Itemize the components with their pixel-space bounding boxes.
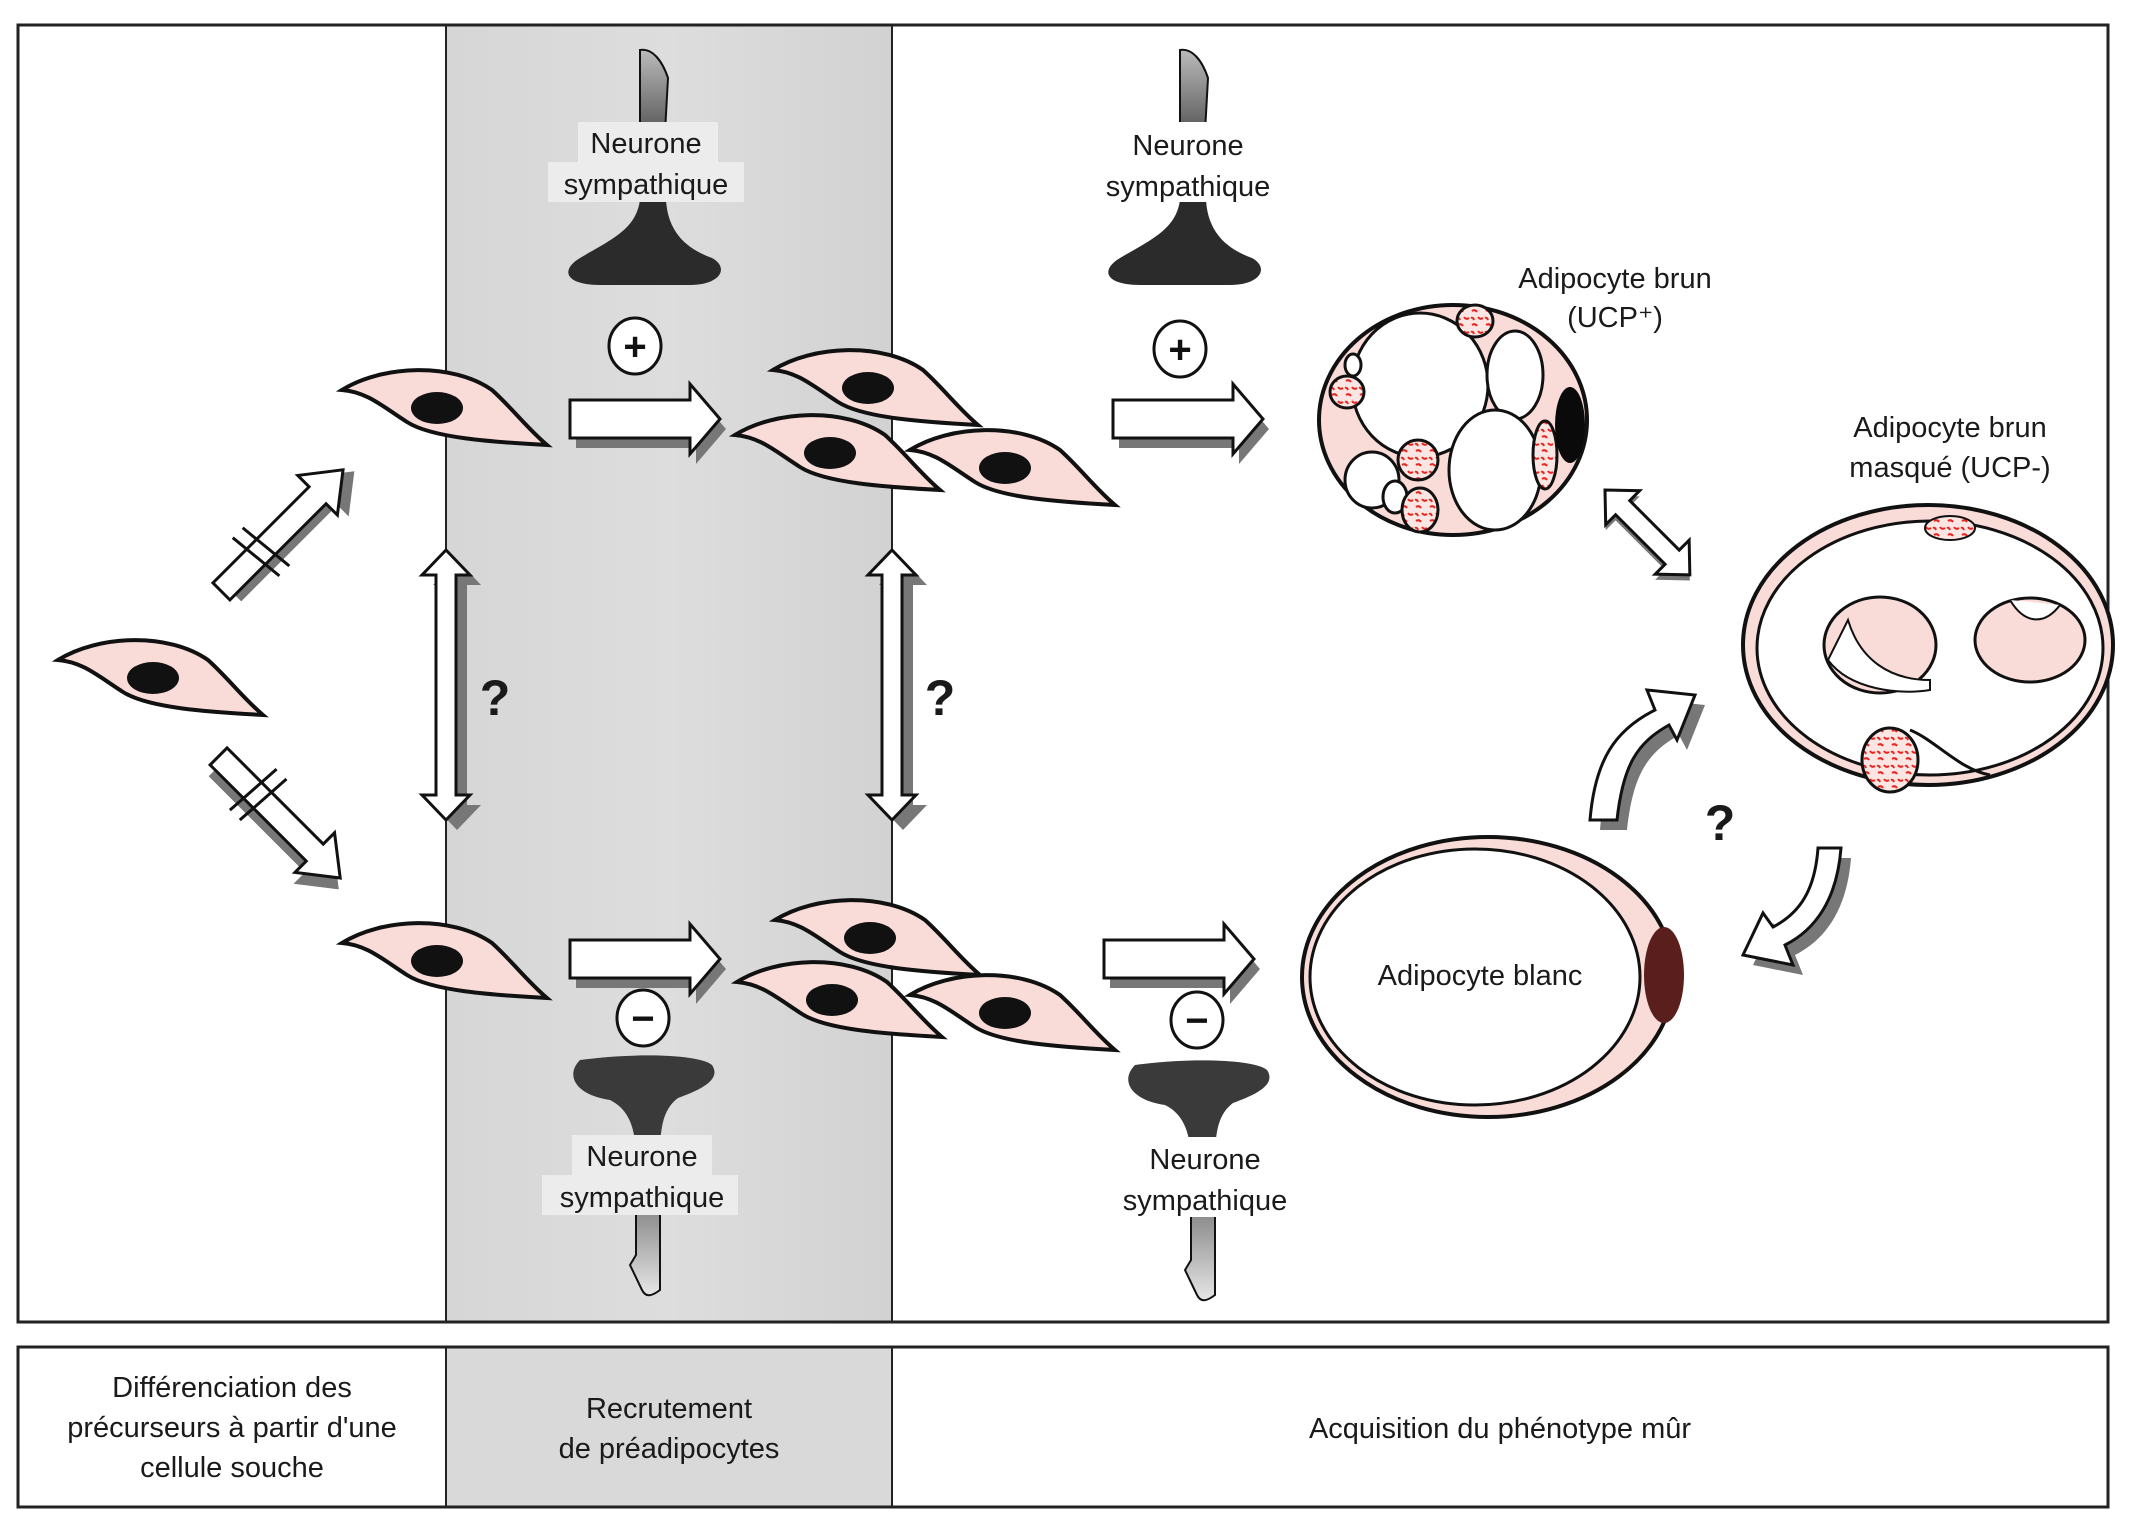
neuron-bottom-mature: Neurone sympathique [1100, 1060, 1310, 1302]
double-arrow-diagonal [1603, 488, 1692, 581]
neuron-top-recruitment: Neurone sympathique [548, 48, 744, 285]
curved-arrow-white-to-masked [1588, 688, 1705, 830]
stage-1-line2: précurseurs à partir d'une [67, 1412, 397, 1444]
neuron-label-line2: sympathique [560, 1182, 724, 1214]
arrow-diagonal-up-blocked [210, 468, 355, 603]
stage-bar: Différenciation des précurseurs à partir… [16, 1345, 2110, 1509]
minus-sign-mature: − [1169, 990, 1225, 1050]
minus-sign-recruitment: − [615, 988, 671, 1048]
neuron-label-line1: Neurone [1132, 130, 1243, 162]
neuron-label-line1: Neurone [586, 1141, 697, 1173]
arrow-right-bottom-1 [568, 919, 726, 1004]
stage-2-line2: de préadipocytes [559, 1433, 780, 1465]
curved-arrow-masked-to-white [1740, 846, 1851, 975]
neuron-label-line2: sympathique [1123, 1185, 1287, 1217]
question-mark-3: ? [1705, 795, 1736, 851]
svg-text:+: + [623, 325, 646, 369]
neuron-label-line2: sympathique [564, 169, 728, 201]
arrow-right-top-1 [568, 379, 726, 464]
stem-cell [56, 638, 265, 717]
brown-adipocyte [1317, 303, 1589, 537]
arrow-diagonal-down-blocked [207, 745, 342, 890]
masked-brown-label-line2: masqué (UCP-) [1849, 452, 2050, 484]
svg-text:−: − [1185, 999, 1208, 1043]
brown-adipocyte-label-line2: (UCP⁺) [1567, 302, 1663, 334]
plus-sign-mature: + [1152, 319, 1208, 379]
arrow-right-bottom-2 [1102, 919, 1260, 1004]
svg-text:+: + [1168, 328, 1191, 372]
double-arrow-vertical-1 [418, 547, 481, 830]
neuron-label-line2: sympathique [1106, 171, 1270, 203]
stage-3-label: Acquisition du phénotype mûr [1309, 1413, 1691, 1445]
masked-brown-adipocyte [1741, 503, 2115, 794]
white-adipocyte: Adipocyte blanc [1300, 835, 1684, 1119]
stage-1-line1: Différenciation des [112, 1372, 352, 1404]
neuron-top-mature: Neurone sympathique [1092, 48, 1292, 285]
stage-2-line1: Recrutement [586, 1393, 752, 1425]
question-mark-2: ? [925, 670, 956, 726]
plus-sign-recruitment: + [607, 316, 663, 376]
neuron-label-line1: Neurone [1149, 1144, 1260, 1176]
stage-bar-gray [446, 1347, 892, 1507]
masked-brown-label-line1: Adipocyte brun [1853, 412, 2046, 444]
stage-bar-frame [16, 1345, 2110, 1509]
brown-adipocyte-label-line1: Adipocyte brun [1518, 263, 1711, 295]
neuron-label-line1: Neurone [590, 128, 701, 160]
stage-1-line3: cellule souche [140, 1452, 324, 1484]
double-arrow-vertical-2 [864, 547, 927, 830]
neuron-bottom-recruitment: Neurone sympathique [542, 1055, 738, 1297]
question-mark-1: ? [480, 670, 511, 726]
white-adipocyte-label: Adipocyte blanc [1378, 960, 1583, 992]
arrow-right-top-2 [1111, 379, 1269, 464]
svg-text:−: − [631, 997, 654, 1041]
